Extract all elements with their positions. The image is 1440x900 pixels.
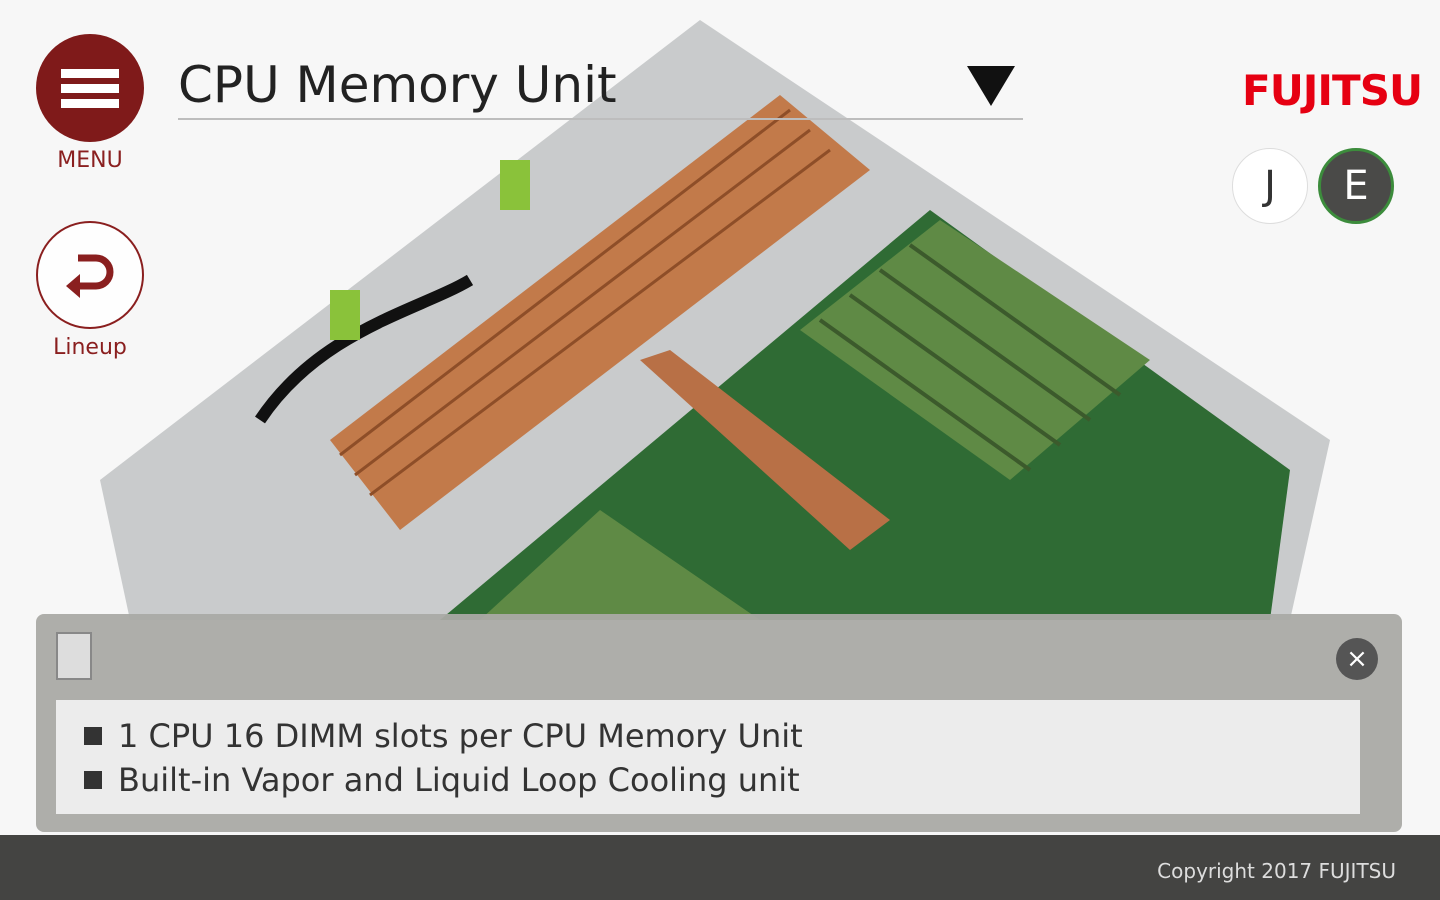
menu-label: MENU	[57, 148, 123, 173]
info-panel: × 1 CPU 16 DIMM slots per CPU Memory Uni…	[36, 614, 1402, 832]
footer: Copyright 2017 FUJITSU	[0, 835, 1440, 900]
document-icon	[56, 632, 92, 680]
lineup-button[interactable]	[36, 221, 144, 329]
list-item-text: Built-in Vapor and Liquid Loop Cooling u…	[118, 761, 800, 799]
list-item: 1 CPU 16 DIMM slots per CPU Memory Unit	[84, 714, 1332, 758]
return-arrow-icon	[66, 254, 114, 298]
list-item-text: 1 CPU 16 DIMM slots per CPU Memory Unit	[118, 717, 803, 755]
bullet-square-icon	[84, 771, 102, 789]
bullet-square-icon	[84, 727, 102, 745]
dropdown-triangle-icon	[967, 66, 1015, 106]
list-item: Built-in Vapor and Liquid Loop Cooling u…	[84, 758, 1332, 802]
page-title: CPU Memory Unit	[178, 56, 617, 114]
hamburger-icon	[61, 63, 119, 114]
copyright: Copyright 2017 FUJITSU	[1157, 859, 1396, 883]
language-j-button[interactable]: J	[1232, 148, 1308, 224]
lineup-label: Lineup	[53, 335, 127, 360]
info-content: 1 CPU 16 DIMM slots per CPU Memory Unit …	[56, 700, 1360, 814]
language-e-button[interactable]: E	[1318, 148, 1394, 224]
close-button[interactable]: ×	[1336, 638, 1378, 680]
product-selector-dropdown[interactable]: CPU Memory Unit	[178, 56, 1023, 120]
menu-button[interactable]	[36, 34, 144, 142]
fujitsu-logo: FUJITSU	[1242, 66, 1423, 115]
